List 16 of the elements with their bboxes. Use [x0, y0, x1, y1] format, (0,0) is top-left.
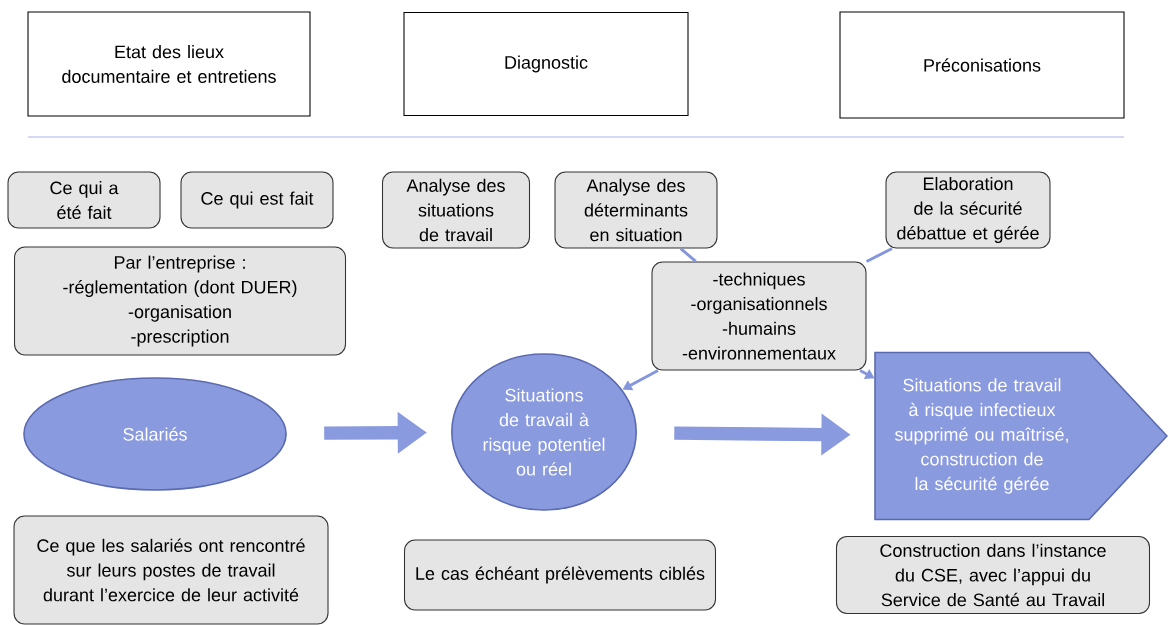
info-box: Par l’entreprise : -réglementation (dont DUER) -organisation -prescription: [14, 246, 347, 356]
stage-box: Etat des lieux documentaire et entretiens: [27, 11, 311, 117]
connector-line: [679, 247, 697, 263]
info-box: Elaboration de la sécurité débattue et gérée: [885, 171, 1051, 249]
info-box: Ce qui est fait: [180, 171, 334, 229]
result-pentagon: Situations de travail à risque infectieux supprimé ou maîtrisé, construction de la sécurité gérée: [874, 351, 1168, 521]
info-box: Construction dans l’instance du CSE, avec l’appui du Service de Santé au Travail: [835, 535, 1151, 615]
stage-box: Diagnostic: [403, 11, 689, 117]
info-box: Ce qui a été fait: [7, 171, 161, 229]
info-box: -techniques -organisationnels -humains -environnementaux: [651, 261, 867, 371]
connector-line: [865, 247, 893, 263]
stage-box: Préconisations: [839, 11, 1125, 119]
info-box: Ce que les salariés ont rencontré sur leurs postes de travail durant l’exercice de leur activité: [13, 515, 329, 625]
info-box: Analyse des situations de travail: [381, 171, 531, 249]
info-box: Analyse des déterminants en situation: [554, 171, 718, 249]
info-box: Le cas échéant prélèvements ciblés: [403, 539, 717, 611]
